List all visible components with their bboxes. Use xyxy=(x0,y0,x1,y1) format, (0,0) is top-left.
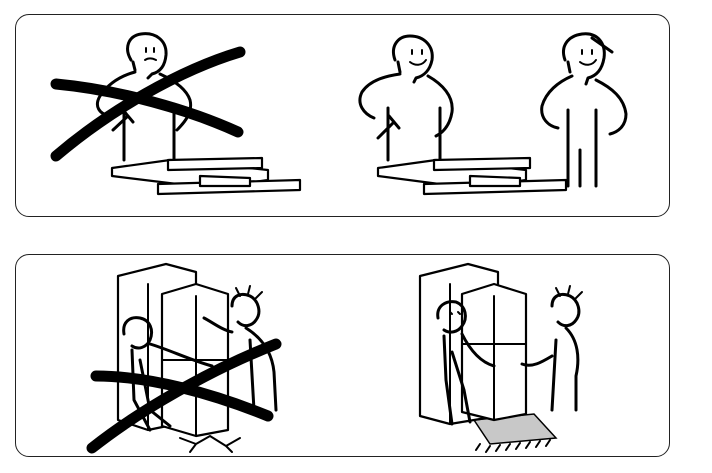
bottom-wrong-scene xyxy=(86,262,282,454)
top-wrong-scene xyxy=(50,32,302,196)
person-with-pencil xyxy=(540,32,628,188)
protective-mat xyxy=(472,413,558,453)
floor-cracks xyxy=(179,435,241,453)
pencil-icon xyxy=(590,36,614,54)
cabinet-front xyxy=(460,282,528,422)
person-with-hammer xyxy=(358,34,454,162)
top-right-scene xyxy=(358,32,628,196)
cross-out-mark xyxy=(50,46,246,162)
flat-pack-boards xyxy=(110,156,302,196)
bottom-right-scene xyxy=(418,262,583,453)
flat-pack-boards xyxy=(376,156,568,196)
person-lifting-right xyxy=(520,285,583,412)
person-lifting-left xyxy=(436,300,496,426)
hammer-icon xyxy=(376,114,401,140)
cross-out-mark xyxy=(86,338,282,454)
